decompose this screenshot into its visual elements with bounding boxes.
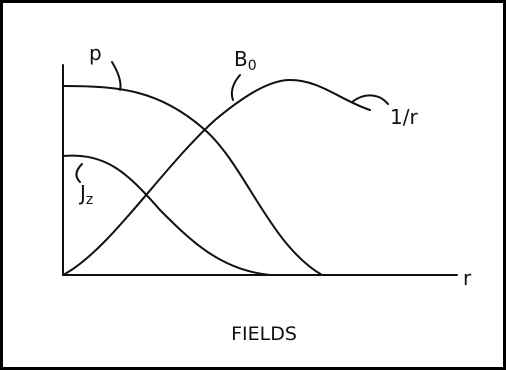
b0-leader xyxy=(230,74,241,101)
b0-curve xyxy=(62,79,371,276)
jz-curve xyxy=(62,154,271,276)
b0-label-main: B xyxy=(234,47,248,71)
b0-label: B0 xyxy=(234,47,257,74)
p-curve xyxy=(62,85,323,276)
r-axis-label: r xyxy=(463,266,472,290)
inv-r-leader xyxy=(351,94,389,105)
jz-label-main: J xyxy=(78,181,86,205)
jz-leader xyxy=(75,163,83,183)
diagram-caption: FIELDS xyxy=(231,323,297,345)
b0-label-sub: 0 xyxy=(248,58,257,74)
p-leader xyxy=(111,61,122,91)
p-label: p xyxy=(89,41,102,65)
inv-r-label: 1/r xyxy=(390,105,418,129)
jz-label-sub: z xyxy=(86,192,93,208)
jz-label: Jz xyxy=(78,181,93,208)
